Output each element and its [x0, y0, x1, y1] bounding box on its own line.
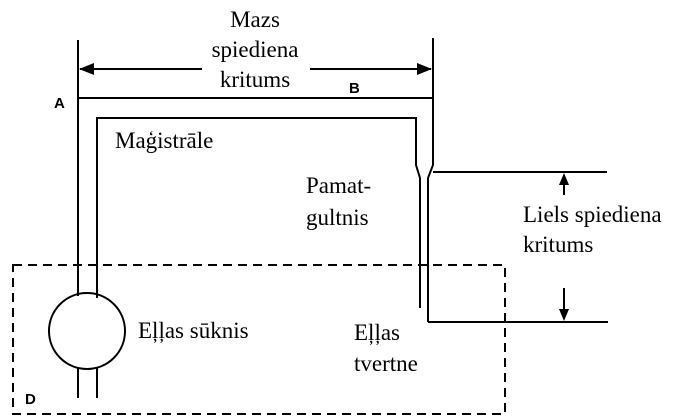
arrowhead-right [417, 63, 432, 75]
oil-pump [48, 292, 126, 370]
label-point-d: D [25, 391, 36, 408]
label-magistrale: Maģistrāle [115, 128, 213, 153]
label-pamat-line2: gultnis [306, 205, 369, 230]
label-point-a: A [54, 95, 65, 112]
arrowhead-left [79, 63, 94, 75]
label-liels-line2: kritums [523, 232, 593, 257]
label-mazs-line3: kritums [220, 67, 290, 92]
label-mazs-line2: spiediena [212, 37, 299, 62]
label-suknis: Eļļas sūknis [138, 318, 249, 344]
label-pamat-line1: Pamat- [306, 173, 371, 198]
label-tvertne-line1: Eļļas [354, 320, 400, 346]
label-liels-line1: Liels spiediena [523, 202, 662, 227]
label-mazs-line1: Mazs [230, 7, 280, 32]
label-tvertne-line2: tvertne [354, 351, 418, 376]
label-point-b: B [349, 80, 360, 97]
reservoir-boundary [12, 264, 506, 415]
pipe-outer-wall [77, 97, 434, 322]
pressure-arrowhead-bottom [559, 309, 569, 321]
pressure-arrowhead-top [559, 173, 569, 185]
pipe-inner-wall [96, 117, 421, 308]
